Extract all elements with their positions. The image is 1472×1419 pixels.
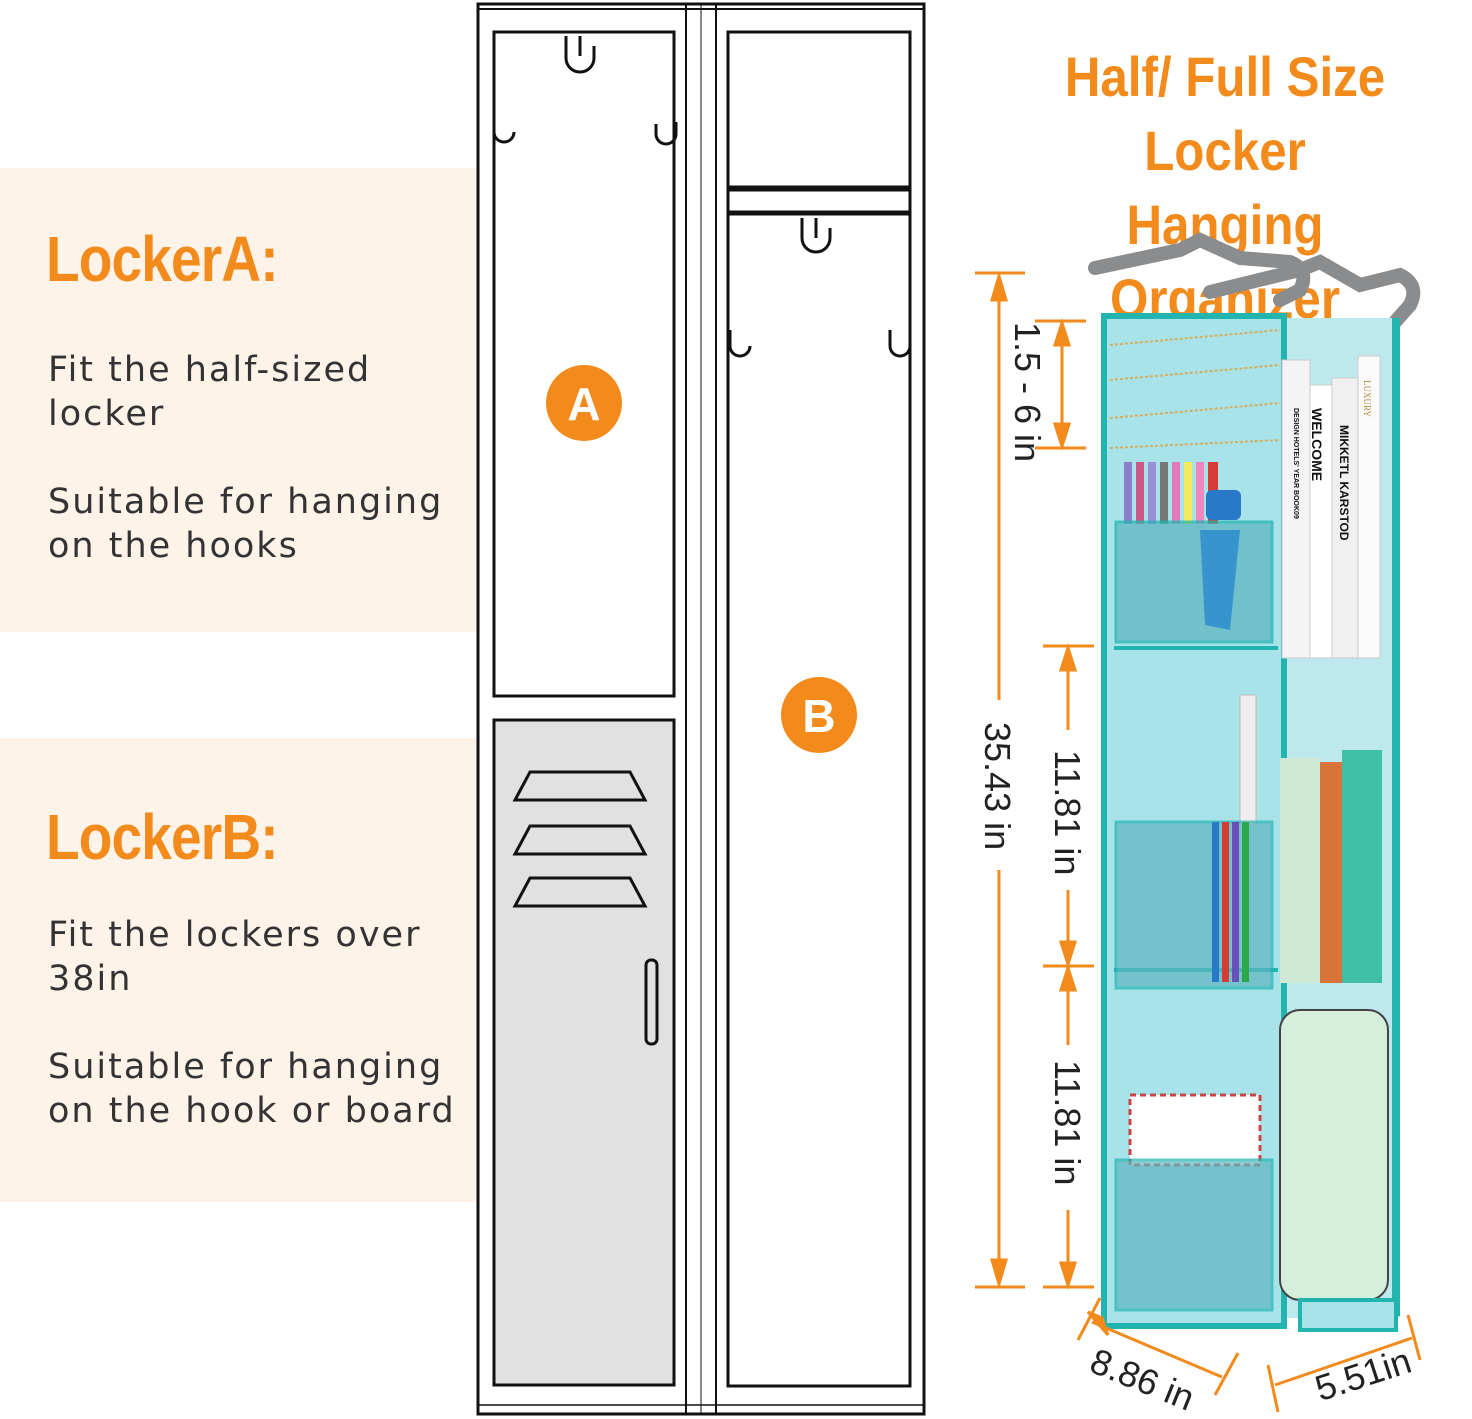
title-line1: Half/ Full Size Locker: [1064, 45, 1386, 182]
locker-a-panel: [0, 168, 476, 632]
locker-a-text2: Suitable for hanging on the hooks: [48, 482, 444, 566]
locker-b-text1: Fit the lockers over 38in: [48, 915, 422, 999]
dimension-lines: [975, 270, 1422, 1413]
locker-b-heading: LockerB:: [46, 801, 279, 873]
hanger-gap-label: 1.5 - 6 in: [1007, 322, 1048, 463]
book-title-luxury: LUXURY: [1362, 380, 1372, 418]
organizer-photo: WELCOME DESIGN HOTELS' YEAR BOOK09 MIKKE…: [1088, 232, 1421, 1332]
locker-b-panel: [0, 738, 476, 1202]
locker-b-badge: B: [781, 677, 857, 753]
book-title-welcome: WELCOME: [1309, 408, 1325, 481]
shelf1-height-label: 11.81 in: [1047, 750, 1088, 876]
locker-a-badge: A: [546, 365, 622, 441]
locker-a-text1: Fit the half-sized locker: [48, 350, 372, 434]
svg-text:A: A: [567, 378, 600, 430]
book-subtitle: DESIGN HOTELS' YEAR BOOK09: [1292, 408, 1299, 519]
total-height-label: 35.43 in: [977, 722, 1018, 851]
locker-drawing: [476, 2, 926, 1416]
locker-a-heading: LockerA:: [46, 223, 279, 295]
locker-b-text2: Suitable for hanging on the hook or boar…: [48, 1047, 456, 1131]
book-title-mikketl: MIKKETL KARSTOD: [1337, 425, 1351, 541]
shelf2-height-label: 11.81 in: [1047, 1060, 1088, 1186]
svg-text:B: B: [802, 690, 835, 742]
